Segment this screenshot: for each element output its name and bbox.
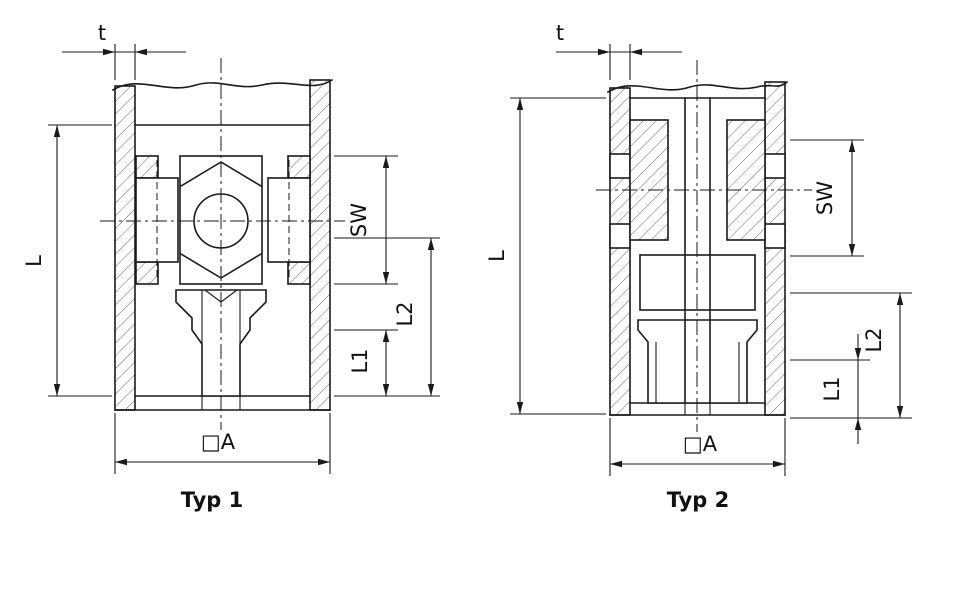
- typ2-dimensions: t L SW L2 L1 □A: [485, 21, 912, 476]
- typ1-dim-label-t: t: [98, 21, 106, 45]
- typ2-caption: Typ 2: [667, 488, 729, 512]
- typ2-dim-label-l1: L1: [820, 376, 844, 401]
- typ1-dim-label-l2: L2: [393, 301, 417, 326]
- typ1-center-lines: [100, 58, 345, 430]
- typ1-caption: Typ 1: [181, 488, 243, 512]
- typ1-dimensions: t L SW L2 L1 □A: [22, 21, 440, 474]
- typ2-dim-label-l2: L2: [862, 327, 886, 352]
- typ1-dim-label-a: □A: [201, 430, 236, 454]
- typ1-drawing: t L SW L2 L1 □A Typ 1: [22, 21, 440, 512]
- typ1-slot-nut: [135, 155, 311, 285]
- typ2-clamp-piece: [637, 97, 758, 404]
- typ2-drawing: t L SW L2 L1 □A: [485, 21, 912, 512]
- typ1-dim-label-sw: SW: [347, 203, 371, 237]
- typ2-center-lines: [596, 60, 812, 432]
- typ1-clamp-piece: [175, 289, 267, 397]
- typ2-dim-label-sw: SW: [813, 181, 837, 215]
- typ1-body: [111, 78, 334, 411]
- typ2-body: [606, 80, 789, 416]
- typ1-dim-label-l: L: [22, 255, 46, 267]
- typ2-dim-label-t: t: [556, 21, 564, 45]
- typ2-dim-label-l: L: [485, 250, 509, 262]
- typ2-dim-label-a: □A: [683, 432, 718, 456]
- typ1-dim-label-l1: L1: [348, 348, 372, 373]
